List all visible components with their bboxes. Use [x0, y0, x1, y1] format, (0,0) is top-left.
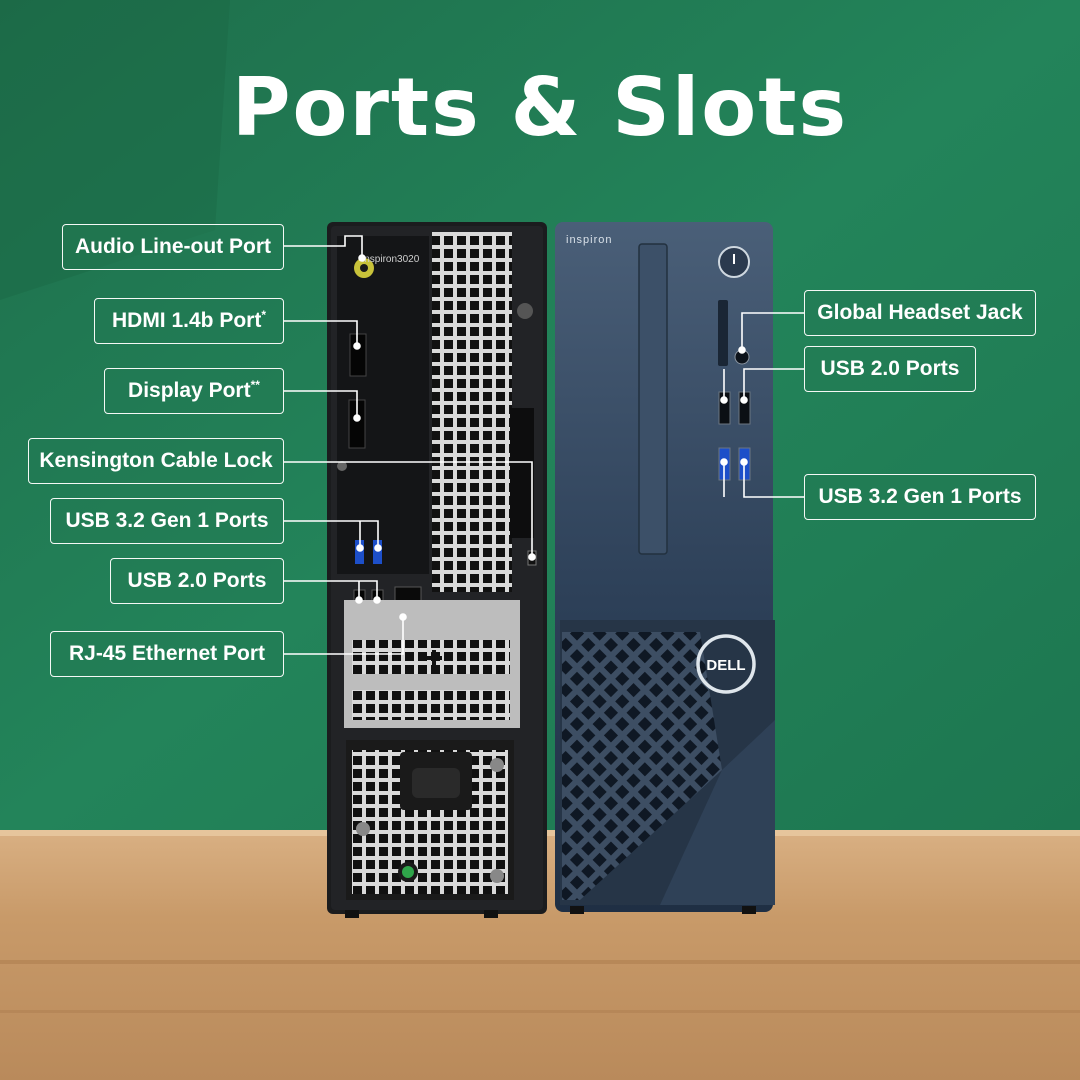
callout-rj45: RJ-45 Ethernet Port: [50, 631, 284, 677]
callout-usb32-rear: USB 3.2 Gen 1 Ports: [50, 498, 284, 544]
pc-front-view: [555, 222, 775, 914]
callout-audio-line-out: Audio Line-out Port: [62, 224, 284, 270]
dell-logo: [696, 634, 756, 694]
pc-rear-view: [327, 222, 547, 918]
rear-model-label: inspiron3020: [362, 254, 420, 265]
page-title: Ports & Slots: [231, 61, 849, 154]
front-vent-mesh: [562, 632, 722, 900]
callout-kensington-lock: Kensington Cable Lock: [28, 438, 284, 484]
callout-usb20-front: USB 2.0 Ports: [804, 346, 976, 392]
callout-usb20-rear: USB 2.0 Ports: [110, 558, 284, 604]
callout-display-port: Display Port**: [104, 368, 284, 414]
case-brand: inspiron: [566, 234, 613, 246]
hdmi-port: [349, 333, 367, 377]
display-port: [348, 399, 366, 449]
dell-logo-text: DELL: [706, 657, 745, 674]
callout-headset-jack: Global Headset Jack: [804, 290, 1036, 336]
callout-usb32-front: USB 3.2 Gen 1 Ports: [804, 474, 1036, 520]
headset-jack: [734, 349, 750, 365]
callout-hdmi: HDMI 1.4b Port*: [94, 298, 284, 344]
